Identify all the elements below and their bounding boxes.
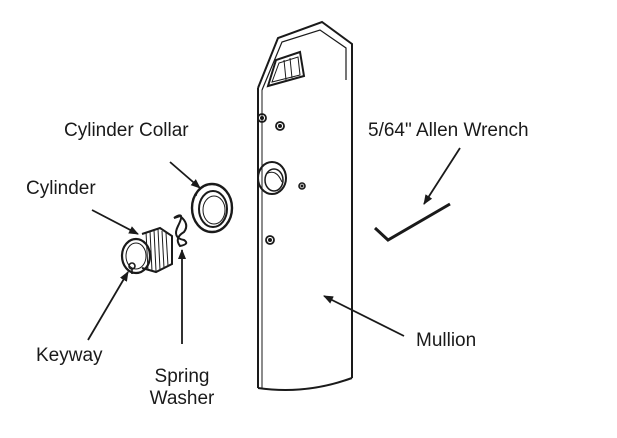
arrow-cylinder [91, 209, 139, 235]
mullion-part [257, 20, 353, 392]
cylinder-part [120, 226, 173, 275]
label-spring-washer-line1: Spring [154, 366, 210, 387]
spring-washer-part [173, 214, 188, 248]
label-allen-wrench: 5/64" Allen Wrench [368, 120, 529, 141]
label-cylinder: Cylinder [26, 178, 96, 199]
leader-arrows [87, 147, 461, 344]
arrow-cylinder-collar [169, 161, 201, 189]
mullion-holes [257, 113, 306, 245]
allen-wrench-part [373, 202, 451, 242]
cylinder-collar-part [190, 182, 234, 234]
arrow-allen-wrench [423, 147, 461, 205]
label-spring-washer-line2: Washer [149, 388, 215, 409]
label-keyway: Keyway [36, 345, 103, 366]
arrow-mullion [323, 295, 405, 337]
label-mullion: Mullion [416, 330, 477, 351]
label-cylinder-collar: Cylinder Collar [64, 120, 189, 141]
arrow-keyway [87, 271, 129, 341]
label-spring-washer: Spring Washer [148, 366, 216, 410]
